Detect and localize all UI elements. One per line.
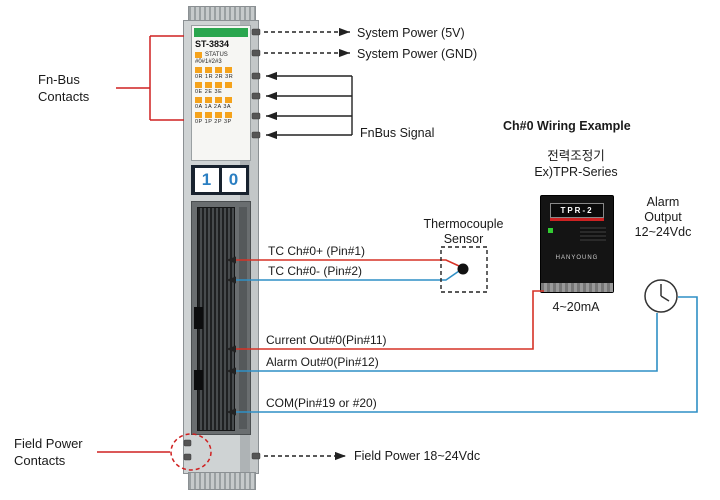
field-power-label: Field Power 18~24Vdc — [354, 449, 481, 463]
module-body: ST-3834 STATUS #0#1#2#3 0R 1R 2R 3R 0E 2… — [183, 20, 259, 474]
led-indicator — [205, 82, 212, 88]
module-green-bar — [194, 28, 248, 37]
status-led — [195, 52, 202, 58]
alarm-output-line1: Alarm — [646, 195, 680, 209]
led-indicator — [225, 112, 232, 118]
fnbus-contacts-bracket — [116, 35, 184, 121]
alarm-out-label: Alarm Out#0(Pin#12) — [266, 355, 379, 369]
channel-header: #0#1#2#3 — [195, 59, 222, 65]
led-row-label: 0P 1P 2P 3P — [195, 119, 232, 125]
system-power-5v-label: System Power (5V) — [357, 26, 465, 40]
module-model-label: ST-3834 — [195, 39, 230, 49]
led-indicator — [205, 67, 212, 73]
led-indicator — [195, 112, 202, 118]
alarm-output-line3: 12~24Vdc — [634, 225, 692, 239]
module-faceplate: ST-3834 STATUS #0#1#2#3 0R 1R 2R 3R 0E 2… — [191, 25, 251, 161]
led-indicator — [205, 97, 212, 103]
tpr-red-stripe — [550, 218, 604, 221]
fnbus-contacts-line1: Fn-Bus — [38, 72, 80, 87]
field-power-contacts-label: Field Power Contacts — [14, 435, 83, 469]
led-indicator — [225, 67, 232, 73]
system-power-gnd-label: System Power (GND) — [357, 47, 478, 61]
regulator-line2: Ex)TPR-Series — [534, 165, 618, 179]
tpr-brand-label: HANYOUNG — [555, 255, 599, 261]
tpr-power-led — [548, 228, 553, 233]
led-indicator — [215, 82, 222, 88]
led-row — [192, 80, 250, 88]
led-row — [192, 110, 250, 118]
thermocouple-label: Thermocouple Sensor — [416, 217, 511, 247]
led-indicator — [205, 112, 212, 118]
module-connector — [191, 201, 251, 435]
tc-minus-label: TC Ch#0- (Pin#2) — [268, 264, 363, 278]
connector-notch — [194, 307, 203, 329]
led-indicator — [215, 112, 222, 118]
id-digit: 1 — [194, 168, 219, 192]
module-id-display: 1 0 — [191, 165, 249, 195]
regulator-line1: 전력조정기 — [547, 149, 605, 163]
thermocouple-box — [440, 246, 488, 293]
com-label: COM(Pin#19 or #20) — [266, 396, 377, 410]
tpr-model-plate: TPR-2 — [550, 203, 604, 218]
connector-notch — [194, 370, 203, 390]
led-row-label: 0E 2E 3E — [195, 89, 223, 95]
tpr-vents — [580, 227, 606, 241]
status-row: STATUS — [192, 50, 250, 59]
fnbus-signal-label: FnBus Signal — [360, 126, 435, 140]
led-indicator — [195, 82, 202, 88]
led-row-label: 0R 1R 2R 3R — [195, 74, 234, 80]
tpr-device: TPR-2 HANYOUNG — [540, 195, 614, 293]
led-row — [192, 65, 250, 73]
led-indicator — [225, 97, 232, 103]
tpr-front-panel — [541, 221, 613, 255]
led-indicator — [225, 82, 232, 88]
regulator-label: 전력조정기 Ex)TPR-Series — [514, 148, 638, 180]
thermocouple-line1: Thermocouple — [423, 217, 504, 231]
led-row-label: 0A 1A 2A 3A — [195, 104, 232, 110]
led-indicator — [195, 97, 202, 103]
alarm-clock-icon — [644, 279, 678, 313]
wiring-example-title: Ch#0 Wiring Example — [503, 119, 631, 133]
thermocouple-junction-icon — [457, 263, 469, 275]
field-contacts-line2: Contacts — [14, 453, 66, 468]
connector-slot — [197, 207, 235, 431]
io-module: ST-3834 STATUS #0#1#2#3 0R 1R 2R 3R 0E 2… — [183, 6, 259, 494]
fnbus-contacts-line2: Contacts — [38, 89, 90, 104]
field-contacts-line1: Field Power — [14, 436, 83, 451]
tc-plus-label: TC Ch#0+ (Pin#1) — [268, 244, 366, 258]
tpr-heatsink — [541, 283, 613, 292]
fnbus-signal-arrows — [266, 71, 353, 140]
led-indicator — [215, 97, 222, 103]
module-bottom-bracket — [188, 472, 256, 490]
current-range-label: 4~20mA — [552, 300, 600, 314]
id-digit: 0 — [221, 168, 246, 192]
led-indicator — [195, 67, 202, 73]
connector-rail — [239, 207, 247, 429]
alarm-output-line2: Output — [644, 210, 682, 224]
status-label: STATUS — [205, 52, 228, 58]
fnbus-contacts-label: Fn-Bus Contacts — [38, 71, 89, 105]
led-indicator — [215, 67, 222, 73]
current-out-label: Current Out#0(Pin#11) — [266, 333, 387, 347]
led-row — [192, 95, 250, 103]
thermocouple-line2: Sensor — [443, 232, 484, 246]
alarm-output-label: Alarm Output 12~24Vdc — [622, 195, 704, 240]
